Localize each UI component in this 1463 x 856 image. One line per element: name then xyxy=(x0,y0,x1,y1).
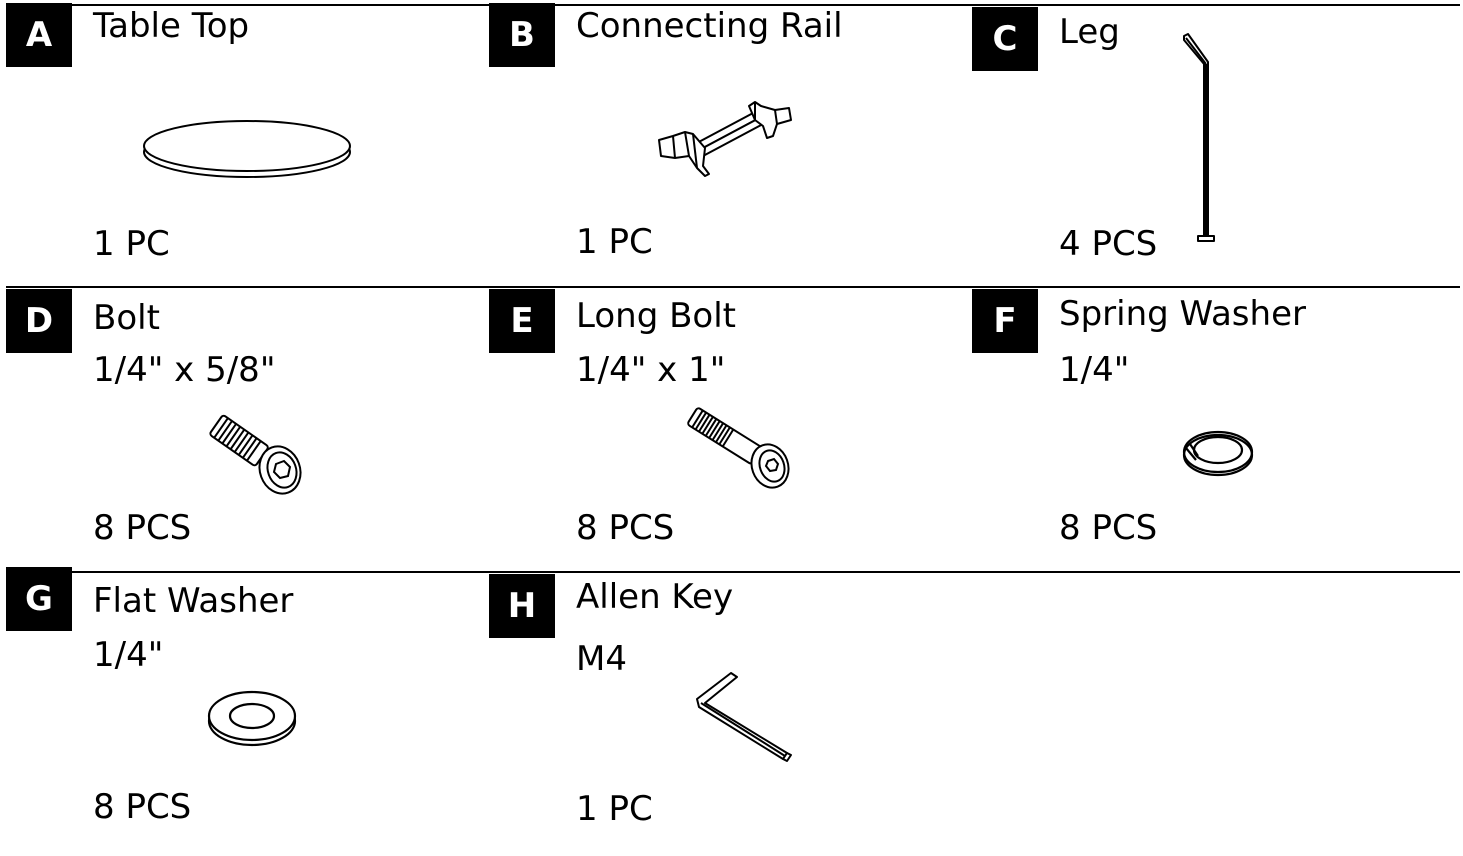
part-name: Bolt xyxy=(93,298,160,338)
part-g: G Flat Washer 1/4" 8 PCS xyxy=(0,567,483,856)
part-letter-badge: E xyxy=(489,289,555,353)
part-b: B Connecting Rail 1 PC xyxy=(483,0,966,285)
part-quantity: 8 PCS xyxy=(93,508,192,548)
part-letter-badge: H xyxy=(489,574,555,638)
long-bolt-icon xyxy=(687,407,790,489)
part-spec: 1/4" xyxy=(93,635,164,675)
row-divider-1 xyxy=(40,4,1460,6)
part-spec: 1/4" xyxy=(1059,350,1130,390)
flat-washer-icon xyxy=(207,690,297,747)
row-divider-3 xyxy=(6,571,1460,573)
part-quantity: 1 PC xyxy=(576,789,653,829)
spring-washer-icon xyxy=(1182,430,1254,477)
part-name: Connecting Rail xyxy=(576,6,843,46)
part-letter-badge: A xyxy=(6,3,72,67)
part-spec: 1/4" x 5/8" xyxy=(93,350,276,390)
allen-key-icon xyxy=(696,672,792,762)
part-quantity: 8 PCS xyxy=(1059,508,1158,548)
part-name: Flat Washer xyxy=(93,581,294,621)
bolt-icon xyxy=(209,414,302,495)
part-name: Allen Key xyxy=(576,577,734,617)
part-letter-badge: C xyxy=(972,7,1038,71)
part-c: C Leg 4 PCS xyxy=(966,0,1449,285)
row-divider-2 xyxy=(6,286,1460,288)
part-quantity: 8 PCS xyxy=(93,787,192,827)
part-spec: 1/4" x 1" xyxy=(576,350,726,390)
part-letter-badge: D xyxy=(6,289,72,353)
part-f: F Spring Washer 1/4" 8 PCS xyxy=(966,286,1449,571)
part-name: Table Top xyxy=(93,6,250,46)
part-quantity: 8 PCS xyxy=(576,508,675,548)
part-name: Long Bolt xyxy=(576,296,736,336)
part-name: Leg xyxy=(1059,12,1120,52)
part-spec: M4 xyxy=(576,639,627,679)
part-a: A Table Top 1 PC xyxy=(0,0,483,285)
part-quantity: 1 PC xyxy=(576,222,653,262)
table-top-icon xyxy=(143,120,351,178)
part-e: E Long Bolt 1/4" x 1" 8 PCS xyxy=(483,286,966,571)
part-quantity: 4 PCS xyxy=(1059,224,1158,264)
part-name: Spring Washer xyxy=(1059,294,1306,334)
part-letter-badge: G xyxy=(6,567,72,631)
leg-icon xyxy=(1183,33,1215,242)
part-letter-badge: F xyxy=(972,289,1038,353)
part-d: D Bolt 1/4" x 5/8" 8 PCS xyxy=(0,286,483,571)
part-quantity: 1 PC xyxy=(93,224,170,264)
part-h: H Allen Key M4 1 PC xyxy=(483,571,966,856)
connecting-rail-icon xyxy=(658,101,792,177)
part-letter-badge: B xyxy=(489,3,555,67)
